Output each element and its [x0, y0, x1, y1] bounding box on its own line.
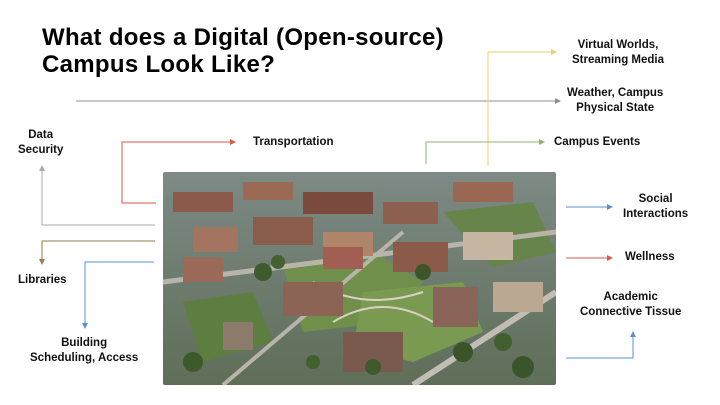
connector-campus-events	[425, 139, 545, 164]
label-virtual-worlds-line1: Virtual Worlds,	[577, 39, 659, 51]
label-data-security-line1: Data	[28, 129, 54, 141]
label-libraries: Libraries	[18, 274, 67, 286]
label-academic: Academic Connective Tissue	[580, 290, 681, 320]
label-data-security-line2: Security	[18, 144, 64, 156]
connector-transportation	[121, 139, 236, 204]
label-building-scheduling: Building Scheduling, Access	[30, 336, 138, 366]
connector-data-security	[39, 165, 155, 226]
label-wellness: Wellness	[625, 251, 675, 263]
label-weather-line1: Weather, Campus	[567, 87, 664, 99]
label-data-security: Data Security	[18, 128, 63, 158]
label-academic-line2: Connective Tissue	[580, 306, 682, 318]
label-virtual-worlds: Virtual Worlds, Streaming Media	[572, 38, 664, 68]
label-social-interactions: Social Interactions	[623, 192, 688, 222]
label-campus-events: Campus Events	[554, 136, 641, 148]
slide-title-line2: Campus Look Like?	[42, 51, 276, 78]
label-social-line1: Social	[638, 193, 673, 205]
label-building-line1: Building	[61, 337, 108, 349]
label-weather: Weather, Campus Physical State	[567, 86, 663, 116]
campus-aerial-graphic	[163, 172, 556, 385]
slide-title: What does a Digital (Open-source) Campus…	[42, 24, 444, 78]
label-academic-line1: Academic	[603, 291, 658, 303]
campus-aerial-photo	[163, 172, 556, 385]
label-building-line2: Scheduling, Access	[30, 352, 139, 364]
label-social-line2: Interactions	[623, 208, 689, 220]
label-transportation: Transportation	[253, 136, 334, 148]
connector-academic	[566, 331, 636, 359]
connector-libraries	[39, 240, 155, 265]
label-weather-line2: Physical State	[576, 102, 655, 114]
connector-building	[82, 261, 154, 329]
slide-title-line1: What does a Digital (Open-source)	[42, 24, 444, 51]
label-virtual-worlds-line2: Streaming Media	[572, 54, 665, 66]
connector-virtual-worlds	[487, 49, 557, 166]
